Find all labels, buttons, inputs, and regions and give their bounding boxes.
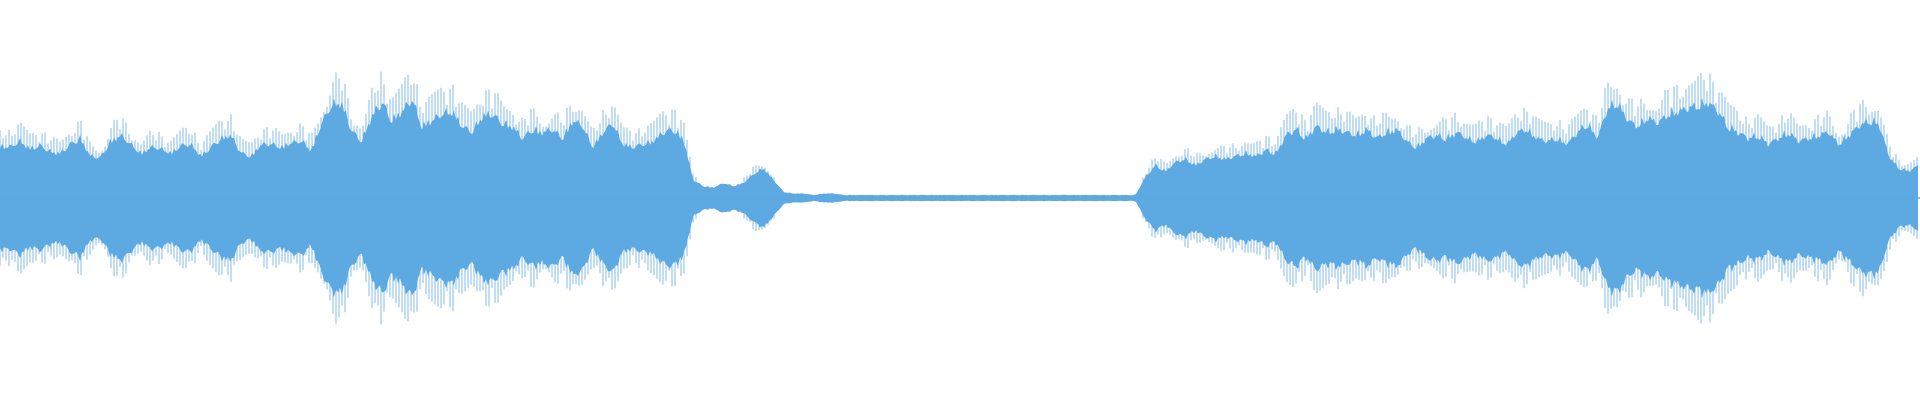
- audio-waveform[interactable]: [0, 0, 1920, 400]
- waveform-viewport[interactable]: [0, 0, 1920, 400]
